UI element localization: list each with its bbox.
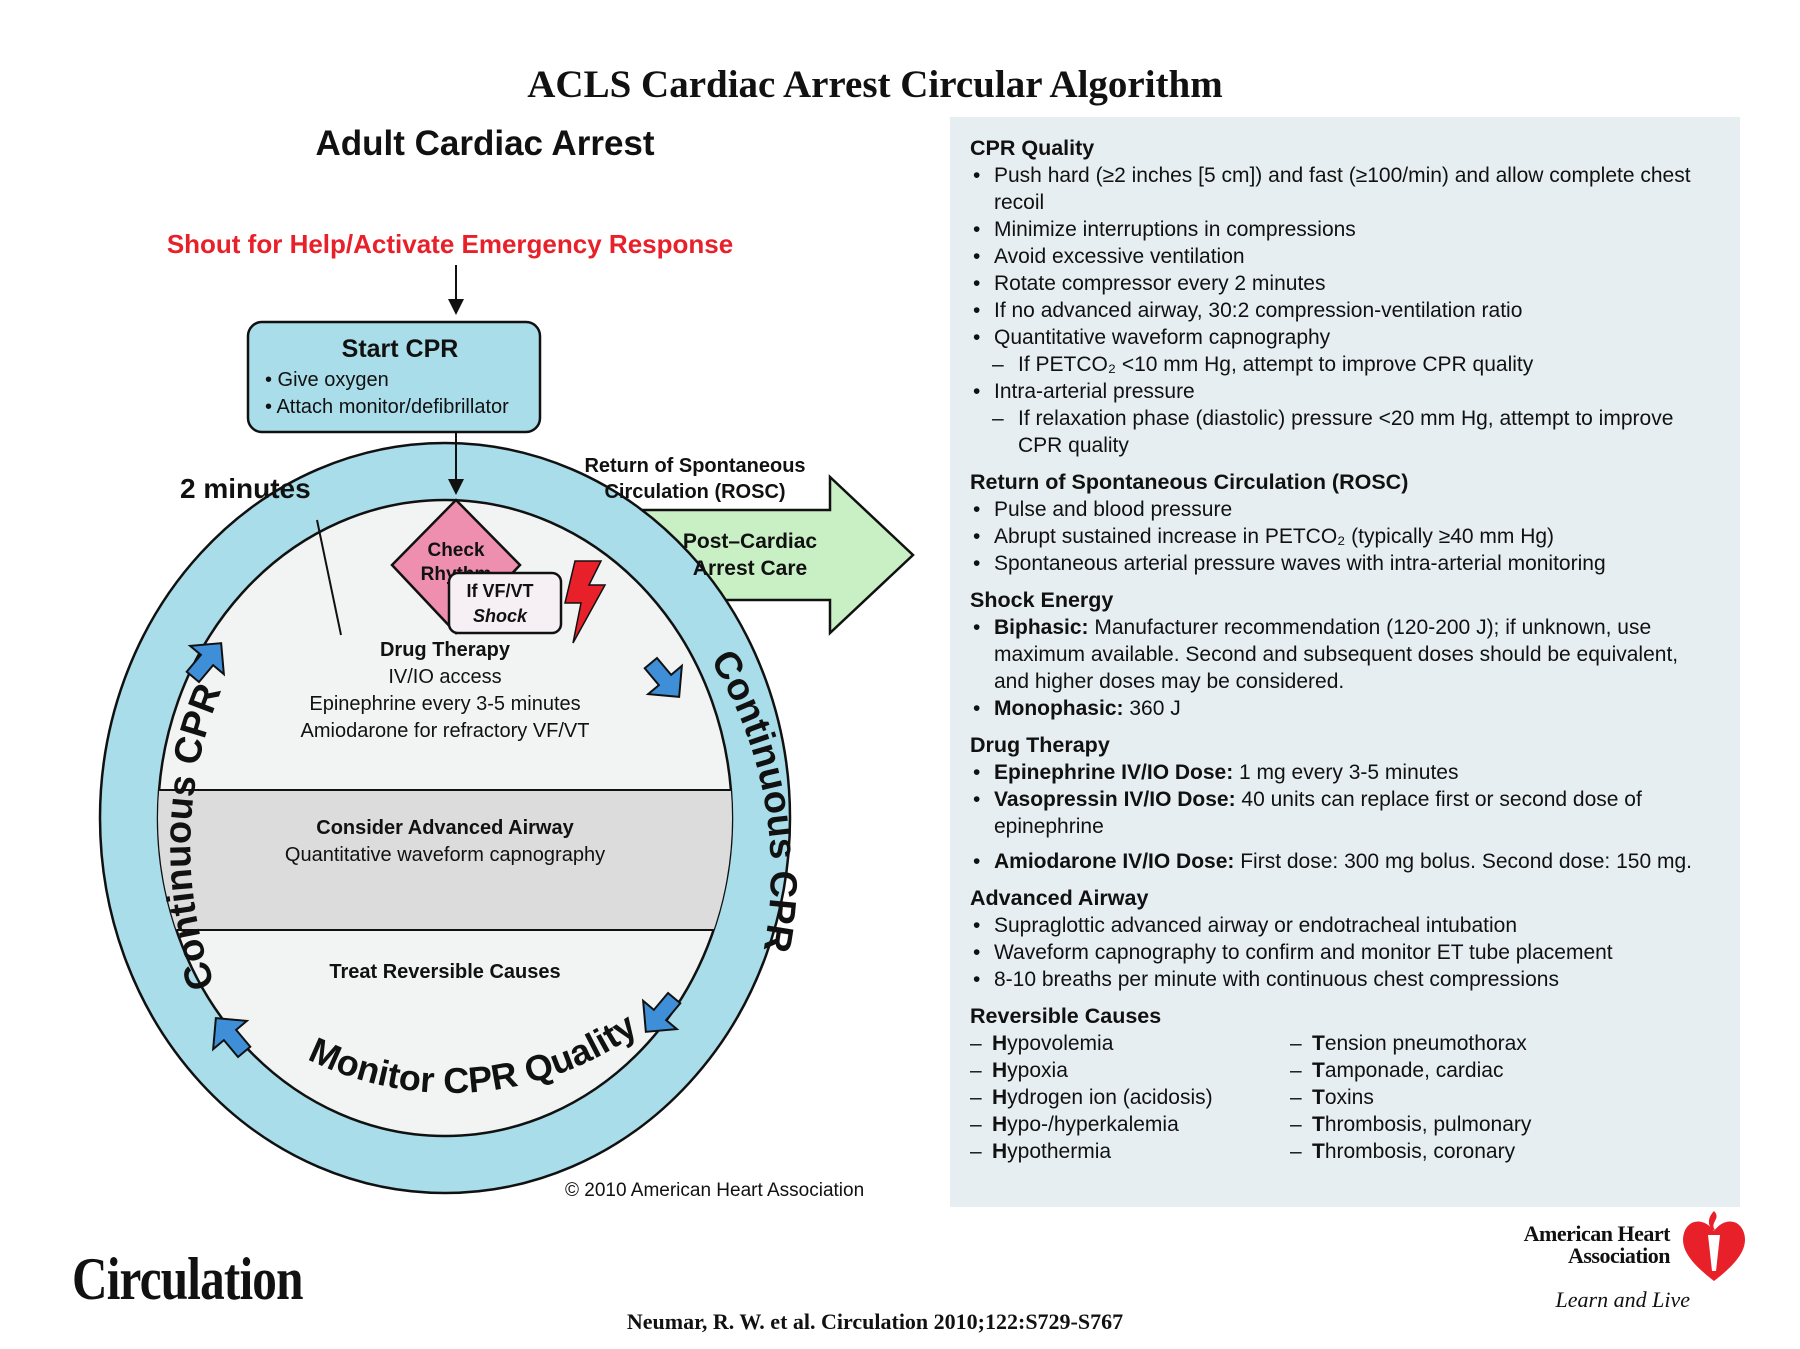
two-minutes-label: 2 minutes: [180, 473, 311, 504]
section-title-advanced-airway: Advanced Airway: [970, 886, 1149, 910]
section-title-rosc: Return of Spontaneous Circulation (ROSC): [970, 470, 1409, 494]
airway-band: [158, 790, 732, 930]
list-item: Rotate compressor every 2 minutes: [970, 270, 1714, 297]
start-cpr-title: Start CPR: [342, 335, 459, 363]
list-item: Push hard (≥2 inches [5 cm]) and fast (≥…: [970, 162, 1714, 216]
reversible-causes-label: Treat Reversible Causes: [329, 961, 560, 983]
drug-therapy-title: Drug Therapy: [380, 639, 511, 661]
list-item-label: Monophasic:: [994, 697, 1124, 720]
reversible-causes-t-column: Tension pneumothorax Tamponade, cardiac …: [1290, 1030, 1630, 1165]
section-title-cpr-quality: CPR Quality: [970, 136, 1095, 160]
list-item: Avoid excessive ventilation: [970, 243, 1714, 270]
shout-for-help-label: Shout for Help/Activate Emergency Respon…: [167, 229, 733, 259]
post-cardiac-label: Arrest Care: [693, 557, 807, 580]
ring-arrow-icon: [641, 991, 682, 1033]
drug-therapy-line: IV/IO access: [388, 666, 501, 688]
arrow-to-check-rhythm: [448, 433, 464, 495]
list-item: Tension pneumothorax: [1290, 1030, 1630, 1057]
shock-label: If VF/VT: [467, 581, 534, 601]
journal-logo: Circulation: [72, 1246, 303, 1312]
list-item-label: Epinephrine IV/IO Dose:: [994, 761, 1234, 784]
aha-name: American Heart Association: [1523, 1221, 1671, 1268]
page-title: ACLS Cardiac Arrest Circular Algorithm: [527, 63, 1223, 106]
list-item: Monophasic: 360 J: [970, 695, 1714, 722]
diagram-title: Adult Cardiac Arrest: [315, 124, 654, 163]
sub-list-item: If PETCO₂ <10 mm Hg, attempt to improve …: [970, 351, 1714, 378]
reversible-causes-columns: Hypovolemia Hypoxia Hydrogen ion (acidos…: [970, 1030, 1714, 1165]
section-title-drug-therapy: Drug Therapy: [970, 733, 1110, 757]
ring-arrow-icon: [185, 642, 226, 684]
advanced-airway-list: Supraglottic advanced airway or endotrac…: [970, 912, 1714, 993]
list-item-text: 40 units can replace first or second dos…: [994, 788, 1642, 838]
rosc-label: Return of Spontaneous: [584, 455, 805, 477]
heart-torch-icon: [1683, 1211, 1745, 1281]
list-item: Tamponade, cardiac: [1290, 1057, 1630, 1084]
two-minutes-pointer: [316, 519, 342, 636]
advanced-airway-line: Quantitative waveform capnography: [285, 844, 605, 866]
start-cpr-item: • Give oxygen: [265, 369, 389, 391]
drug-therapy-line: Epinephrine every 3-5 minutes: [309, 693, 580, 715]
start-cpr-box: Start CPR • Give oxygen • Attach monitor…: [246, 320, 542, 434]
list-item: Hypovolemia: [970, 1030, 1290, 1057]
shock-energy-list: Biphasic: Manufacturer recommendation (1…: [970, 614, 1714, 722]
ring-arrow-icon: [643, 656, 684, 698]
list-item: Spontaneous arterial pressure waves with…: [970, 550, 1714, 577]
list-item: Amiodarone IV/IO Dose: First dose: 300 m…: [970, 848, 1714, 875]
list-item-text: 360 J: [1123, 697, 1181, 720]
aha-tagline: Learn and Live: [1555, 1287, 1690, 1312]
cardiac-arrest-diagram: Adult Cardiac Arrest Shout for Help/Acti…: [95, 115, 955, 1215]
list-item: Epinephrine IV/IO Dose: 1 mg every 3-5 m…: [970, 759, 1714, 786]
list-item: Quantitative waveform capnography: [970, 324, 1714, 351]
list-item: Biphasic: Manufacturer recommendation (1…: [970, 614, 1714, 695]
list-item: 8-10 breaths per minute with continuous …: [970, 966, 1714, 993]
rosc-list: Pulse and blood pressure Abrupt sustaine…: [970, 496, 1714, 577]
advanced-airway-title: Consider Advanced Airway: [316, 817, 574, 839]
list-item: Vasopressin IV/IO Dose: 40 units can rep…: [970, 786, 1714, 840]
post-cardiac-label: Post–Cardiac: [683, 530, 818, 553]
list-item: Hydrogen ion (acidosis): [970, 1084, 1290, 1111]
aha-logo: American Heart Association Learn and Liv…: [1490, 1205, 1760, 1325]
list-item: Abrupt sustained increase in PETCO₂ (typ…: [970, 523, 1714, 550]
list-item: Hypo-/hyperkalemia: [970, 1111, 1290, 1138]
list-item-label: Biphasic:: [994, 616, 1089, 639]
list-item: Supraglottic advanced airway or endotrac…: [970, 912, 1714, 939]
list-item-label: Vasopressin IV/IO Dose:: [994, 788, 1236, 811]
list-item-text: 1 mg every 3-5 minutes: [1233, 761, 1459, 784]
rosc-label: Circulation (ROSC): [604, 481, 785, 503]
list-item: Pulse and blood pressure: [970, 496, 1714, 523]
shock-label: Shock: [473, 606, 528, 626]
list-item: Minimize interruptions in compressions: [970, 216, 1714, 243]
cpr-quality-list: Push hard (≥2 inches [5 cm]) and fast (≥…: [970, 162, 1714, 351]
list-item: Thrombosis, coronary: [1290, 1138, 1630, 1165]
drug-therapy-line: Amiodarone for refractory VF/VT: [301, 720, 590, 742]
copyright-notice: © 2010 American Heart Association: [565, 1180, 865, 1201]
section-title-shock-energy: Shock Energy: [970, 588, 1114, 612]
list-item: Waveform capnography to confirm and moni…: [970, 939, 1714, 966]
section-title-reversible-causes: Reversible Causes: [970, 1004, 1162, 1028]
list-item: Hypothermia: [970, 1138, 1290, 1165]
shock-box: If VF/VT Shock: [447, 571, 563, 635]
drug-therapy-list: Epinephrine IV/IO Dose: 1 mg every 3-5 m…: [970, 759, 1714, 875]
citation: Neumar, R. W. et al. Circulation 2010;12…: [626, 1309, 1124, 1334]
sub-list-item: If relaxation phase (diastolic) pressure…: [970, 405, 1714, 459]
list-item-text: First dose: 300 mg bolus. Second dose: 1…: [1234, 850, 1692, 873]
arrow-to-start-cpr: [448, 265, 464, 315]
start-cpr-item: • Attach monitor/defibrillator: [265, 396, 509, 418]
list-item-text: Manufacturer recommendation (120-200 J);…: [994, 616, 1679, 693]
check-rhythm-label: Check: [427, 540, 484, 561]
reversible-causes-h-column: Hypovolemia Hypoxia Hydrogen ion (acidos…: [970, 1030, 1290, 1165]
list-item-label: Amiodarone IV/IO Dose:: [994, 850, 1235, 873]
list-item: If no advanced airway, 30:2 compression-…: [970, 297, 1714, 324]
ring-arrow-icon: [211, 1017, 252, 1059]
list-item: Intra-arterial pressure: [970, 378, 1714, 405]
lightning-bolt-icon: [564, 560, 607, 644]
reference-panel: CPR Quality Push hard (≥2 inches [5 cm])…: [950, 117, 1740, 1207]
list-item: Toxins: [1290, 1084, 1630, 1111]
list-item: Thrombosis, pulmonary: [1290, 1111, 1630, 1138]
list-item: Hypoxia: [970, 1057, 1290, 1084]
